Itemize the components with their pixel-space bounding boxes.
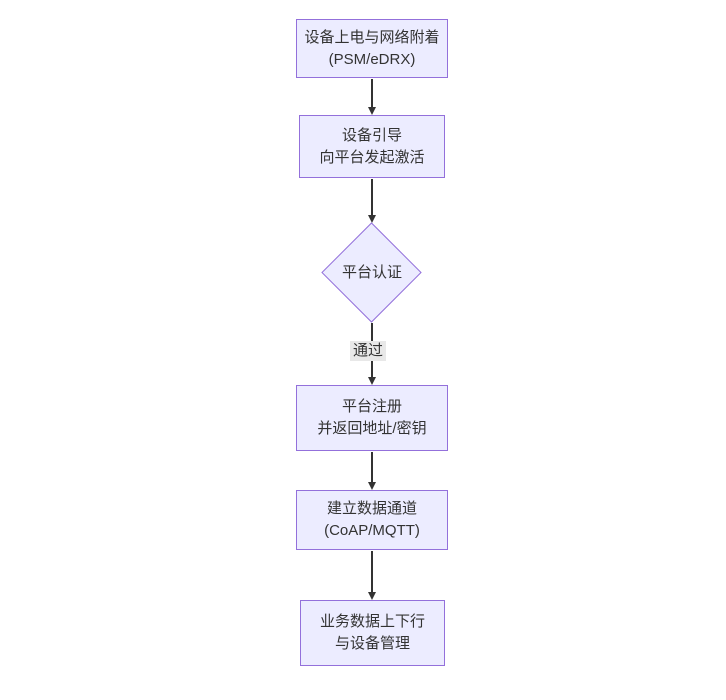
node-text-line: 建立数据通道 (326, 500, 417, 517)
node-text-line: 设备引导 (341, 126, 402, 144)
node-device-power-network-attach: 设备上电与网络附着 (PSM/eDRX) (296, 19, 448, 78)
arrow-down-icon (368, 215, 376, 223)
edge-line (371, 551, 373, 592)
node-device-bootstrap-activate: 设备引导 向平台发起激活 (299, 115, 445, 178)
node-platform-register: 平台注册 并返回地址/密钥 (296, 385, 448, 451)
edge-line (371, 452, 373, 482)
edge-line (371, 79, 373, 107)
node-text-line: 业务数据上下行 (319, 613, 425, 630)
node-data-channel: 建立数据通道 (CoAP/MQTT) (296, 490, 448, 550)
decision-platform-auth: 平台认证 (341, 264, 402, 281)
arrow-down-icon (368, 107, 376, 115)
node-text-line: 并返回地址/密钥 (317, 420, 427, 437)
arrow-down-icon (368, 482, 376, 490)
node-text-line: (PSM/eDRX) (328, 50, 416, 68)
node-text-line: 与设备管理 (334, 635, 410, 652)
node-business-data-device-mgmt: 业务数据上下行 与设备管理 (300, 600, 445, 666)
node-text-line: 平台注册 (341, 398, 402, 415)
node-text-line: 设备上电与网络附着 (304, 28, 440, 46)
edge-label-pass: 通过 (349, 341, 387, 361)
node-text-line: (CoAP/MQTT) (324, 522, 420, 539)
edge-line (371, 179, 373, 215)
arrow-down-icon (368, 592, 376, 600)
arrow-down-icon (368, 377, 376, 385)
node-text-line: 向平台发起激活 (319, 148, 425, 166)
